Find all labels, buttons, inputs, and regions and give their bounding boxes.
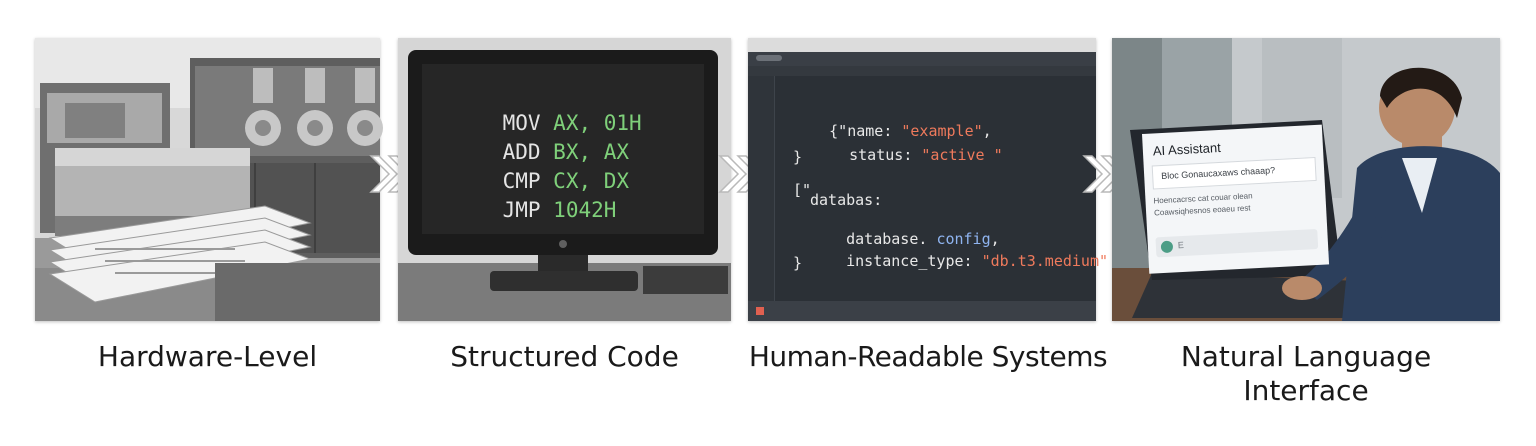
assistant-title: AI Assistant [1152,139,1222,159]
assistant-input[interactable]: E [1155,228,1319,258]
window-controls-icon[interactable] [756,55,782,61]
code-string: "db.t3.medium" [981,252,1109,270]
code-line: } [793,254,803,272]
stage-caption-human-readable: Human-Readable Systems [748,340,1108,373]
natural-language-image: AI Assistant Bloc Gonaucaxaws chaaap? Ho… [1112,38,1500,321]
code-line: databas: [810,191,883,209]
line-gutter [748,76,775,301]
code-string: "example" [901,122,983,140]
asm-line: ADD BX, AX [452,116,629,188]
code-key: status [849,146,904,164]
code-sep: : [963,252,982,270]
stage-caption-line: Interface [1243,374,1369,407]
hardware-level-image [35,38,383,321]
stage-caption-natural-language: Natural Language Interface [1112,340,1500,408]
monitor-illustration [398,38,731,321]
code-punct: , [990,230,1000,248]
structured-code-image: MOV AX, 01H ADD BX, AX CMP CX, DX JMP 10… [398,38,731,321]
code-line: database. config, [810,212,1000,266]
assistant-prompt-bubble: Bloc Gonaucaxaws chaaap? [1151,156,1317,190]
stage-caption-structured-code: Structured Code [450,340,679,373]
assistant-prompt-text: Bloc Gonaucaxaws chaaap? [1160,165,1276,182]
asm-op: CMP [502,169,541,193]
code-key: database [846,230,919,248]
code-key: instance_type [846,252,964,270]
code-line: instance_type: "db.t3.medium" [810,234,1108,288]
code-key: name [847,122,884,140]
asm-args: CX, DX [553,169,630,193]
asm-args: AX, 01H [553,111,642,135]
asm-line: CMP CX, DX [452,145,629,217]
code-sep: . [918,230,937,248]
assistant-input-placeholder: E [1177,239,1185,251]
editor-statusbar [748,301,1096,321]
asm-line: JMP 1042H [452,174,617,246]
editor-toolbar [748,66,1096,76]
code-editor-image: {"name: "example", status: "active " } [… [748,38,1108,321]
code-line: status: "active " [813,128,1003,182]
asm-args: BX, AX [553,140,630,164]
editor-titlebar [748,38,1096,52]
asm-args: 1042H [553,198,617,222]
asm-op: MOV [502,111,541,135]
editor-tabbar [748,52,1096,66]
asm-line: MOV AX, 01H [452,87,642,159]
code-sep: : [883,122,902,140]
code-line: } [793,148,803,166]
asm-op: JMP [502,198,541,222]
code-brace: {" [829,122,848,140]
code-punct: , [982,122,992,140]
assistant-reply: Hoencacrsc cat couar olean Coawsiqhesnos… [1153,187,1316,227]
code-line: {"name: "example", [793,104,992,158]
asm-op: ADD [502,140,541,164]
assistant-window: AI Assistant Bloc Gonaucaxaws chaaap? Ho… [1142,124,1330,274]
status-icon [756,307,764,315]
stage-caption-hardware: Hardware-Level [97,340,318,373]
code-string: "active " [921,146,1003,164]
stage-caption-line: Natural Language [1180,340,1432,373]
code-sep: : [903,146,922,164]
code-line: [" [793,181,812,199]
code-accent: config [936,230,991,248]
assistant-logo-icon [1160,240,1174,254]
mainframe-illustration [35,38,383,321]
